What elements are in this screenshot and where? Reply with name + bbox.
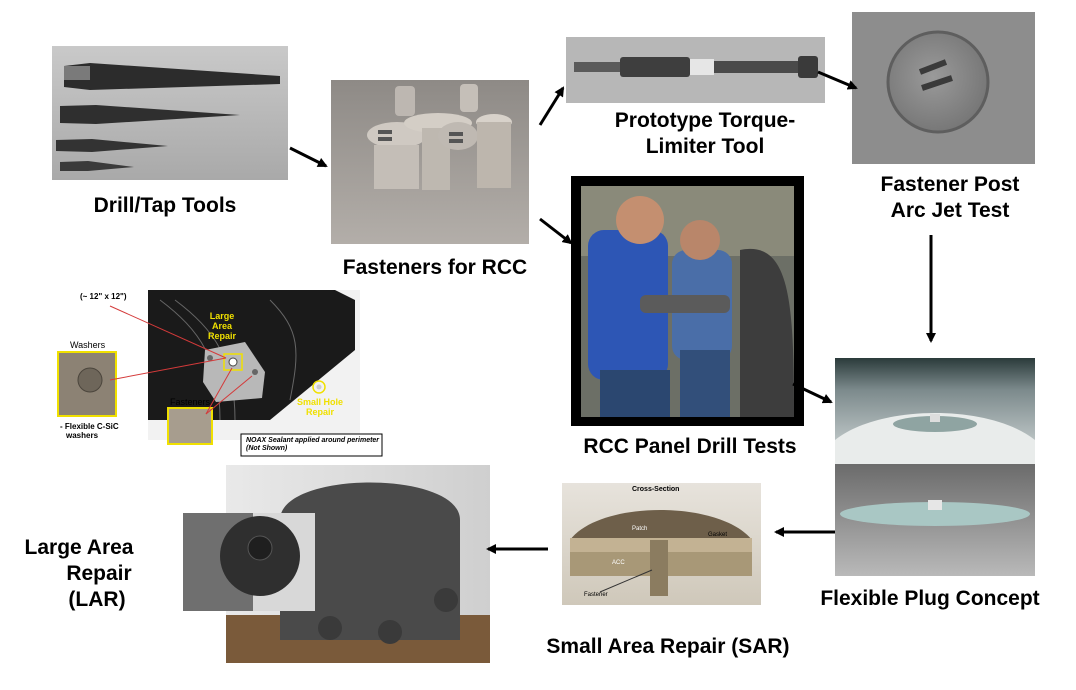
label-torque-line1: Prototype Torque- <box>614 109 796 132</box>
inset-sealant-1: NOAX Sealant applied around perimeter <box>246 437 380 444</box>
label-lar-line2: Repair <box>66 562 132 585</box>
sar-fastener-label: Fastener <box>584 592 608 598</box>
label-arc-jet: Fastener Post Arc Jet Test <box>850 172 1050 224</box>
arrow-fasteners-to-rcc <box>539 217 573 245</box>
inset-large-2: Area <box>212 321 233 331</box>
label-arcjet-line2: Arc Jet Test <box>890 199 1010 222</box>
inset-flexible-label: - Flexible C-SiC washers <box>60 422 119 440</box>
arrow-rcc-to-plug <box>792 382 833 404</box>
inset-flexible-1: - Flexible C-SiC <box>60 422 119 431</box>
label-flex-plug: Flexible Plug Concept <box>820 587 1040 610</box>
inset-fasteners-label: Fasteners <box>170 397 211 407</box>
fasteners-photo <box>331 80 529 244</box>
inset-flexible-2: washers <box>66 431 99 440</box>
label-fasteners-rcc: Fasteners for RCC <box>342 256 528 279</box>
inset-size-note: (~ 12" x 12") <box>80 292 127 301</box>
inset-washers-label: Washers <box>70 340 106 350</box>
inset-small-hole-label: Small Hole Repair <box>297 397 343 417</box>
label-lar: Large Area Repair (LAR) <box>14 535 144 613</box>
sar-photo <box>562 483 761 605</box>
rcc-drill-photo <box>571 176 804 426</box>
inset-small-1: Small Hole <box>297 397 344 407</box>
sar-gasket-label: Gasket <box>708 532 728 538</box>
label-sar: Small Area Repair (SAR) <box>546 635 790 658</box>
inset-sealant-2: (Not Shown) <box>246 445 288 452</box>
sar-cross-section-title: Cross-Section <box>632 486 680 493</box>
arrow-fasteners-to-torque <box>538 86 565 126</box>
drill-tap-photo <box>52 46 288 180</box>
arrow-drill-to-fasteners <box>289 146 328 168</box>
repair-inset-diagram <box>57 290 383 457</box>
arrow-torque-to-arcjet <box>817 70 858 90</box>
label-lar-line3: (LAR) <box>68 588 126 611</box>
label-arcjet-line1: Fastener Post <box>880 173 1020 196</box>
lar-photo <box>183 465 490 663</box>
flexible-plug-photo <box>835 358 1035 576</box>
inset-large-1: Large <box>209 311 235 321</box>
inset-sealant-note: NOAX Sealant applied around perimeter (N… <box>246 437 379 453</box>
inset-small-2: Repair <box>306 407 335 417</box>
label-lar-line1: Large Area <box>24 536 134 559</box>
sar-patch-label: Patch <box>632 526 648 532</box>
torque-tool-photo <box>566 37 825 103</box>
inset-large-area-label: Large Area Repair <box>208 311 236 341</box>
label-torque-line2: Limiter Tool <box>645 135 765 158</box>
arc-jet-photo <box>852 12 1035 164</box>
label-torque-tool: Prototype Torque- Limiter Tool <box>580 108 830 160</box>
label-rcc-drill: RCC Panel Drill Tests <box>583 435 797 458</box>
label-drill-tap: Drill/Tap Tools <box>93 194 237 217</box>
inset-large-3: Repair <box>208 331 237 341</box>
sar-acc-label: ACC <box>612 560 625 566</box>
